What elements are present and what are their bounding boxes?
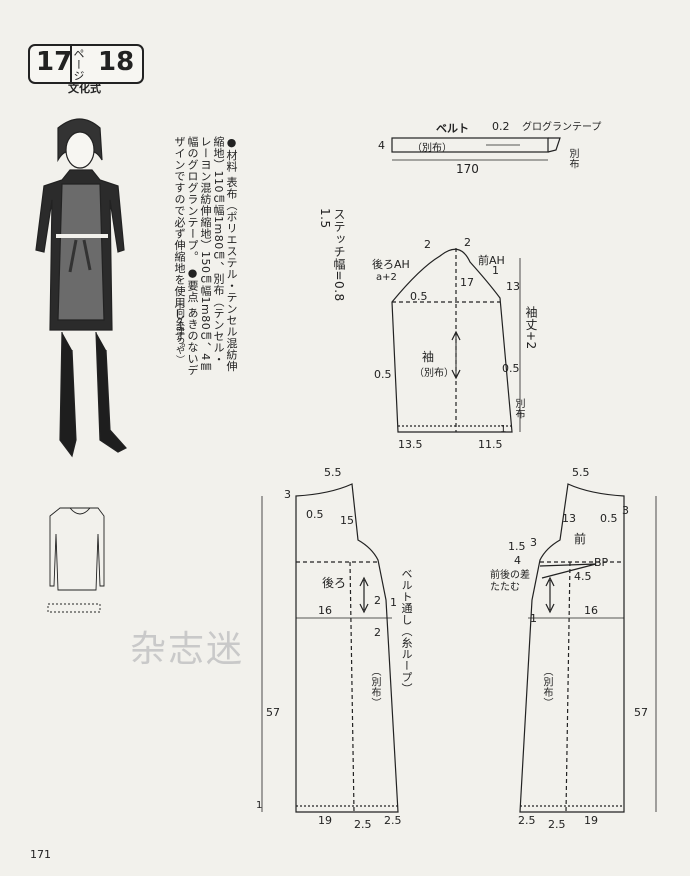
sleeve-front-ah: 前AH <box>478 254 505 267</box>
back-hem-flare: 2.5 <box>354 818 372 831</box>
belt-width: 4 <box>378 139 385 152</box>
front-hem-flare-2: 2.5 <box>548 818 566 831</box>
sleeve-hem-seam: 1 <box>500 424 507 435</box>
back-length: 57 <box>266 706 280 719</box>
page-to: 18 <box>98 47 135 77</box>
sleeve-cap-2: 2 <box>464 236 471 249</box>
belt-loop-note: ベルト通し（糸ループ） <box>400 568 413 695</box>
front-hem-flare: 2.5 <box>518 814 536 827</box>
model-illustration <box>35 118 127 458</box>
back-fabric: （別布） <box>369 666 380 708</box>
back-shoulder: 15 <box>340 514 354 527</box>
front-mark: 1 <box>530 612 537 625</box>
front-dart-side: 4 <box>514 554 521 567</box>
belt-seam: 0.2 <box>492 120 510 133</box>
sleeve-back-ah-sub: a+2 <box>376 272 397 283</box>
badge-divider <box>70 44 72 84</box>
belt-end-label: 別布 <box>567 148 578 169</box>
sleeve-cap: 2 <box>424 238 431 251</box>
front-shoulder-drop: 13 <box>562 512 576 525</box>
back-side-in-2: 2 <box>374 626 381 639</box>
back-waist: 16 <box>318 604 332 617</box>
front-neck-curve: 0.5 <box>600 512 618 525</box>
belt-fabric: （別布） <box>412 143 452 154</box>
page-reference-badge: 17 ページ 18 <box>28 44 144 84</box>
stitch-width-note: ステッチ幅=0.8 1.5 <box>318 208 346 302</box>
sleeve-front-offset: 1 <box>492 264 499 277</box>
sleeve-cuff: 別布 <box>513 398 524 419</box>
belt-length: 170 <box>456 162 479 176</box>
designer-credit: （向久津つや） <box>174 298 184 365</box>
flat-sketch <box>47 507 105 613</box>
back-bodice-pattern <box>261 483 399 813</box>
sleeve-cap-height: 17 <box>460 276 474 289</box>
sleeve-left-ease: 0.5 <box>374 368 392 381</box>
watermark: 杂志迷 <box>130 629 245 670</box>
back-neck-curve: 0.5 <box>306 508 324 521</box>
sleeve-hem-left: 13.5 <box>398 438 423 451</box>
sleeve-fabric: （別布） <box>414 368 454 379</box>
front-dart-top: 3 <box>530 536 537 549</box>
sleeve-title: 袖 <box>422 350 435 364</box>
sleeve-hem-right: 11.5 <box>478 438 503 451</box>
sleeve-back-ah: 後ろAH <box>372 258 410 271</box>
back-hem-width: 19 <box>318 814 332 827</box>
back-hem-flare-2: 2.5 <box>384 814 402 827</box>
front-neck-width: 5.5 <box>572 466 590 479</box>
front-bust-in: 1.5 <box>508 540 526 553</box>
back-side-in2: 1 <box>390 596 397 609</box>
front-length: 57 <box>634 706 648 719</box>
belt-tape: グログランテープ <box>522 122 602 133</box>
front-dart-note: 前後の差たたむ <box>490 570 530 593</box>
back-neck-drop: 3 <box>284 488 291 501</box>
page-unit: ページ <box>72 48 85 81</box>
sleeve-pattern <box>391 248 521 433</box>
back-neck-width: 5.5 <box>324 466 342 479</box>
front-title: 前 <box>574 532 587 546</box>
back-title: 後ろ <box>322 576 347 590</box>
belt-pattern <box>391 137 561 161</box>
front-bp: BP <box>594 556 609 569</box>
front-bodice-pattern <box>519 483 657 813</box>
materials-note: ●材料 表布（ポリエステル・テンセル混紡伸縮地）110㎝幅1m80㎝、別布（テン… <box>173 136 238 376</box>
sleeve-back-curve: 0.5 <box>410 290 428 303</box>
front-fabric: （別布） <box>541 666 552 708</box>
sleeve-length: 袖丈+2 <box>524 306 538 350</box>
page-number: 171 <box>30 848 51 861</box>
front-bp-dist: 4.5 <box>574 570 592 583</box>
back-mark: 1 <box>256 800 263 811</box>
points-text: ●要点 あきのないデザインですので必ず伸縮地を使用します。 <box>173 136 199 376</box>
front-neck-drop: 3 <box>622 504 629 517</box>
front-waist: 16 <box>584 604 598 617</box>
front-hem-width: 19 <box>584 814 598 827</box>
pattern-system: 文化式 <box>68 82 101 95</box>
sleeve-front-top: 13 <box>506 280 520 293</box>
sleeve-right-ease: 0.5 <box>502 362 520 375</box>
page-from: 17 <box>36 47 73 77</box>
back-side-in: 2 <box>374 594 381 607</box>
belt-title: ベルト <box>436 122 469 135</box>
materials-text: ●材料 表布（ポリエステル・テンセル混紡伸縮地）110㎝幅1m80㎝、別布（テン… <box>186 136 238 373</box>
